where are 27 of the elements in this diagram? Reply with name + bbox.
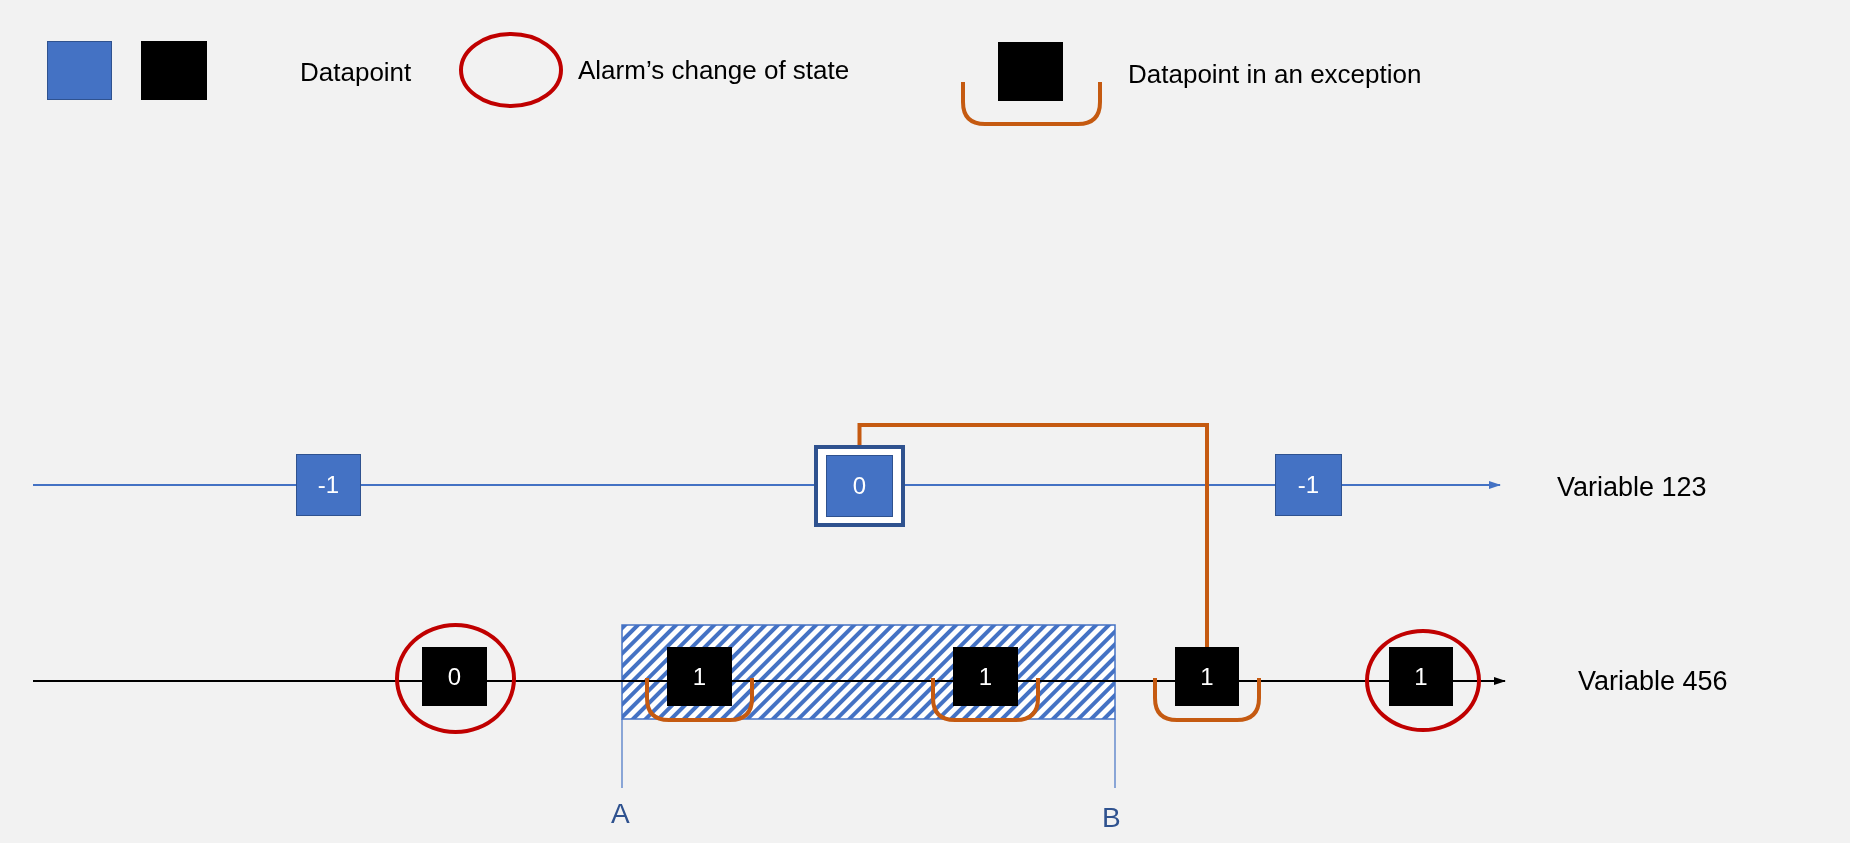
datapoint-value: -1 (1297, 471, 1320, 499)
legend-label: Datapoint (300, 56, 412, 88)
datapoint-value: 1 (978, 662, 993, 691)
datapoint-value: 0 (447, 662, 462, 691)
datapoint-box (1275, 454, 1342, 516)
interval-bound-label: B (1102, 802, 1121, 834)
highlight-frame (814, 445, 905, 527)
datapoint-value: 1 (692, 662, 707, 691)
legend-label: Alarm’s change of state (578, 54, 850, 86)
connector-line (857, 423, 1209, 647)
alarm-state-ellipse (395, 623, 516, 734)
datapoint-value: 1 (1414, 662, 1428, 691)
alarm-state-ellipse (1365, 629, 1481, 732)
variable-name: Variable 123 (1557, 471, 1707, 503)
interval-bound-label: A (611, 798, 630, 830)
datapoint-box (667, 647, 732, 706)
datapoint-value: 1 (1200, 662, 1214, 691)
datapoint-box (422, 647, 487, 706)
legend-label: Datapoint in an exception (1128, 58, 1422, 90)
datapoint-value: -1 (317, 471, 340, 499)
variable-name: Variable 456 (1578, 665, 1728, 697)
datapoint-value: 0 (852, 472, 867, 500)
datapoint-box (1175, 647, 1239, 706)
datapoint-box (826, 455, 893, 517)
datapoint-box (953, 647, 1018, 706)
datapoint-box (1389, 647, 1453, 706)
datapoint-box (296, 454, 361, 516)
